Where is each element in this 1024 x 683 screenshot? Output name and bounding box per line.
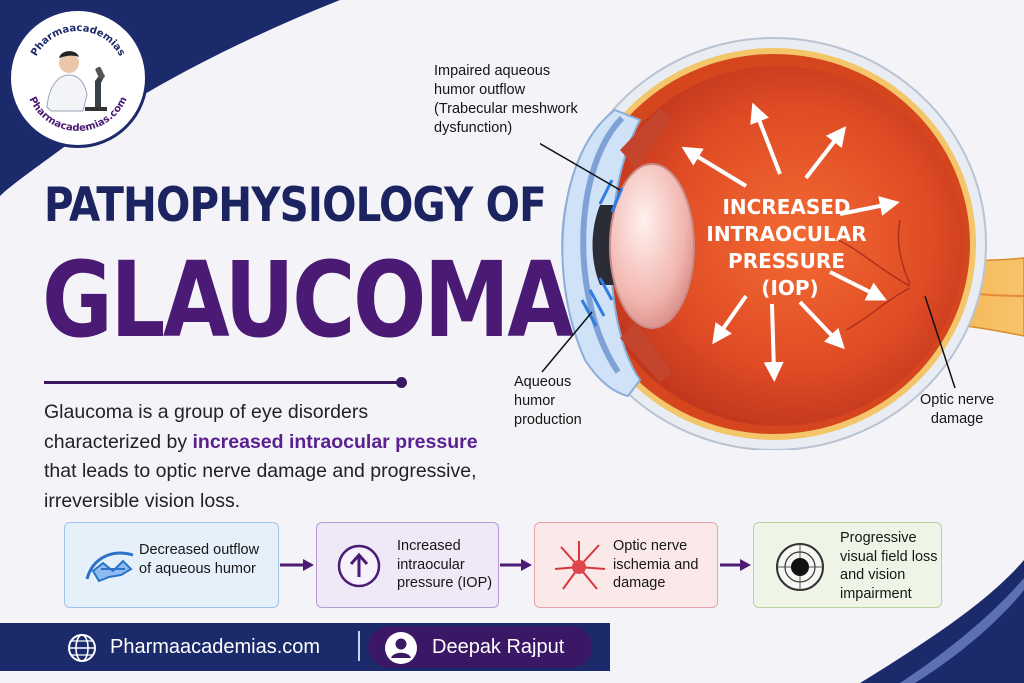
flow-step-1-line-1: Decreased outflow	[139, 542, 260, 558]
callout-nerve: Optic nerve damage	[920, 391, 994, 429]
callout-outflow-line-1: Impaired aqueous	[434, 63, 551, 79]
callout-outflow-line-2: humor outflow	[434, 82, 526, 98]
description-text-end: that leads to optic nerve damage and pro…	[44, 460, 477, 512]
eye-cross-section: INCREASED INTRAOCULAR PRESSURE (IOP)	[540, 37, 1024, 450]
callout-nerve-line-2: damage	[930, 411, 984, 427]
title-divider-dot	[396, 377, 407, 388]
globe-icon	[68, 634, 96, 662]
iop-label-line-4: (IOP)	[761, 276, 818, 300]
retinal-vessels	[837, 219, 911, 331]
flow-step-2-line-3: pressure (IOP)	[397, 575, 493, 591]
callout-outflow-line-4: dysfunction)	[434, 120, 513, 136]
nerve-icon	[554, 541, 606, 590]
flow-step-4-line-1: Progressive	[840, 530, 917, 546]
lens	[609, 163, 695, 329]
callout-line-outflow	[540, 142, 621, 191]
visual-field-icon	[776, 543, 824, 591]
iop-label: INCREASED INTRAOCULAR PRESSURE (IOP)	[706, 195, 873, 300]
flow-step-1-text: Decreased outflow of aqueous humor	[139, 541, 259, 578]
callout-outflow: Impaired aqueous humor outflow (Trabecul…	[434, 62, 578, 138]
callout-production-line-3: production	[514, 412, 582, 428]
callout-outflow-line-3: (Trabecular meshwork	[434, 101, 578, 117]
user-icon	[385, 632, 417, 664]
footer-separator	[358, 631, 360, 661]
callout-production-line-1: Aqueous	[514, 374, 572, 390]
flow-step-4-text: Progressive visual field loss and vision…	[840, 529, 938, 603]
iop-label-line-1: INCREASED	[722, 195, 850, 219]
pressure-arrows	[681, 102, 900, 382]
logo-arc-top: Pharmaacademias	[29, 23, 127, 58]
iop-label-line-2: INTRAOCULAR	[706, 222, 866, 246]
bottom-right-navy-swoosh	[860, 560, 1024, 683]
ciliary-body-top	[620, 108, 672, 168]
description-highlight: increased intraocular pressure	[192, 430, 478, 453]
description: Glaucoma is a group of eye disorders cha…	[44, 398, 484, 516]
flow-step-4-line-2: visual field loss	[840, 548, 938, 565]
flow-step-3-line-3: damage	[613, 575, 666, 591]
callout-production: Aqueous humor production	[514, 373, 582, 430]
callout-line-nerve	[924, 295, 956, 389]
callout-production-line-2: humor	[514, 393, 556, 409]
title-line-1: PATHOPHYSIOLOGY OF	[44, 178, 547, 233]
brand-logo: Pharmaacademias Pharmacademias.com	[8, 8, 148, 148]
flow-step-3-line-2: ischemia and	[613, 556, 699, 573]
ciliary-body-bottom	[620, 322, 672, 382]
description-text: Glaucoma is a group of eye disorders cha…	[44, 401, 369, 453]
flow-step-3: Optic nerve ischemia and damage	[534, 522, 718, 608]
flow-step-4-line-4: impairment	[840, 585, 912, 602]
flow-arrows	[280, 559, 751, 571]
iop-label-line-3: PRESSURE	[728, 249, 845, 273]
scientist-microscope-icon	[46, 51, 107, 112]
flow-step-2: Increased intraocular pressure (IOP)	[316, 522, 499, 608]
footer-website[interactable]: Pharmaacademias.com	[110, 636, 321, 658]
flow-step-4: Progressive visual field loss and vision…	[753, 522, 942, 608]
outflow-icon	[85, 551, 134, 583]
flow-step-2-line-1: Increased	[397, 538, 461, 554]
up-arrow-icon	[337, 544, 381, 588]
flow-step-1-line-2: of aqueous humor	[139, 560, 256, 577]
flow-step-2-text: Increased intraocular pressure (IOP)	[397, 537, 492, 593]
flow-step-4-line-3: and vision	[840, 567, 906, 583]
title-divider	[44, 381, 400, 384]
title-line-2: GLAUCOMA	[42, 239, 574, 361]
callout-nerve-line-1: Optic nerve	[920, 392, 995, 408]
flow-step-1: Decreased outflow of aqueous humor	[64, 522, 279, 608]
footer-author: Deepak Rajput	[432, 636, 565, 658]
flow-step-3-text: Optic nerve ischemia and damage	[613, 537, 698, 593]
flow-step-3-line-1: Optic nerve	[613, 538, 688, 554]
flow-step-2-line-2: intraocular	[397, 556, 465, 573]
callout-line-production	[541, 311, 593, 373]
